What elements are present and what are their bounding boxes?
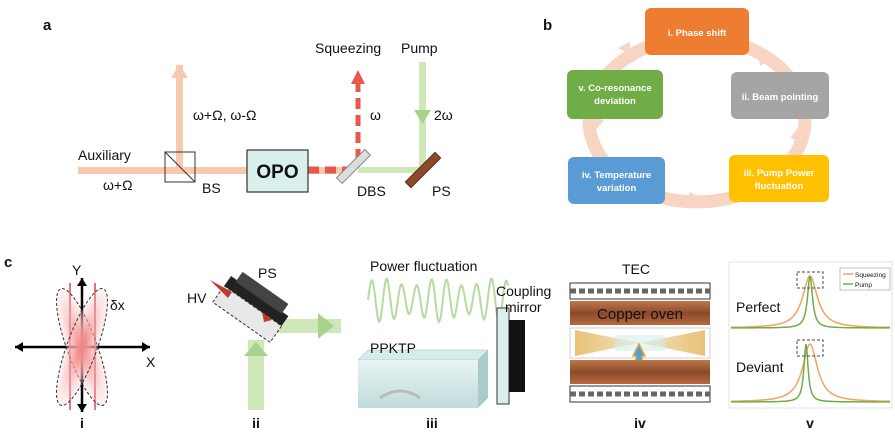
subpanel-c-i: Y X δx i — [15, 262, 156, 431]
legend-squeezing: Squeezing — [855, 272, 886, 279]
panel-letter-c: c — [4, 254, 12, 271]
pump-arrow — [414, 110, 431, 124]
box-beam-pointing-label: ii. Beam pointing — [742, 92, 819, 103]
beamsplitter — [164, 151, 196, 183]
subpanel-c-iv: TEC Copper oven iv — [569, 261, 711, 431]
box-pump-power-label-2: fluctuation — [755, 181, 804, 192]
ii-beam-up — [248, 340, 264, 410]
power-fluctuation-label: Power fluctuation — [370, 258, 477, 274]
sub-label-ii: ii — [252, 415, 260, 431]
aux-freq-label: ω+Ω — [103, 177, 133, 193]
y-label: Y — [72, 262, 82, 278]
panel-b: b i. Phase shift ii. Beam pointing iii. … — [543, 8, 829, 209]
ps-label: PS — [432, 183, 451, 199]
pump-beam-horizontal — [358, 167, 423, 173]
deviant-squeezing-curve — [730, 343, 890, 403]
deviant-zoom-box — [796, 339, 824, 357]
deviant-pump-curve — [731, 343, 890, 403]
ppktp-label: PPKTP — [370, 340, 416, 356]
phase-shifter-mirror — [404, 151, 442, 189]
box-pump-power: iii. Pump Power fluctuation — [729, 155, 829, 202]
deviant-label: Deviant — [736, 359, 784, 375]
ii-ps-label: PS — [258, 265, 277, 281]
squeezing-arrow — [351, 70, 365, 84]
copper-oven-bottom — [570, 360, 710, 384]
box-co-resonance-label-2: deviation — [594, 96, 636, 107]
cycle-arrow-4 — [590, 116, 604, 130]
coupling-mirror — [496, 307, 510, 405]
omega-label: ω — [370, 107, 381, 123]
box-co-resonance-label-1: v. Co-resonance — [578, 83, 651, 94]
cycle-arrow-2 — [790, 128, 804, 142]
sub-label-i: i — [80, 415, 84, 431]
coupling-label-2: mirror — [505, 299, 542, 315]
dbs-label: DBS — [357, 183, 386, 199]
two-omega-label: 2ω — [434, 107, 453, 123]
box-temperature-label-1: iv. Temperature — [582, 170, 651, 181]
cycle-arrow-1 — [758, 52, 772, 66]
panel-letter-b: b — [543, 17, 552, 34]
tec-label: TEC — [622, 261, 650, 277]
auxiliary-label: Auxiliary — [78, 147, 131, 163]
ii-piezo-mount — [212, 271, 289, 344]
dx-label: δx — [110, 297, 125, 313]
opo-box: OPO — [246, 149, 309, 193]
sideband-beam — [176, 65, 183, 170]
dichroic-beamsplitter — [335, 148, 372, 185]
box-temperature: iv. Temperature variation — [568, 157, 665, 204]
box-co-resonance: v. Co-resonance deviation — [567, 70, 663, 119]
legend-pump: Pump — [855, 282, 872, 289]
pump-label: Pump — [401, 40, 438, 56]
x-label: X — [146, 354, 156, 370]
auxiliary-beam — [78, 167, 350, 174]
panel-letter-a: a — [43, 17, 52, 34]
bs-label: BS — [202, 180, 221, 196]
squeezing-label: Squeezing — [315, 40, 381, 56]
sideband-arrow — [171, 64, 188, 78]
sub-label-iv: iv — [634, 415, 646, 431]
power-fluctuation-wave — [367, 277, 509, 325]
perfect-zoom-box — [796, 271, 824, 289]
sub-label-iii: iii — [426, 415, 438, 431]
subpanel-c-v: Squeezing Pump Perfect Deviant v — [728, 261, 893, 431]
box-pump-power-label-1: iii. Pump Power — [744, 168, 815, 179]
box-temperature-label-2: variation — [597, 183, 637, 194]
oven-label: Copper oven — [597, 306, 683, 323]
coupling-label-1: Coupling — [496, 283, 551, 299]
hv-label: HV — [187, 290, 207, 306]
opo-label: OPO — [256, 162, 298, 183]
beam-profile-b — [56, 288, 108, 406]
box-beam-pointing: ii. Beam pointing — [731, 72, 829, 119]
perfect-label: Perfect — [736, 299, 780, 315]
ppktp-crystal — [358, 360, 478, 408]
panel-a: a OPO Squeezing Pump ω+Ω, ω-Ω ω — [43, 17, 453, 199]
perfect-pump-curve — [731, 275, 890, 329]
sideband-label: ω+Ω, ω-Ω — [193, 107, 256, 123]
sub-label-v: v — [806, 415, 814, 431]
box-phase-shift-label: i. Phase shift — [668, 28, 727, 39]
box-phase-shift: i. Phase shift — [645, 8, 749, 55]
hv-arrow — [210, 280, 232, 298]
copper-oven-top — [570, 301, 710, 325]
cycle-arrow-5 — [618, 42, 630, 54]
subpanel-c-iii: Power fluctuation PPKTP Coupling mirror … — [357, 258, 551, 431]
panel-c: c Y X δx i — [4, 254, 893, 431]
subpanel-c-ii: HV PS ii — [187, 265, 341, 431]
cycle-arrow-3 — [686, 192, 700, 204]
